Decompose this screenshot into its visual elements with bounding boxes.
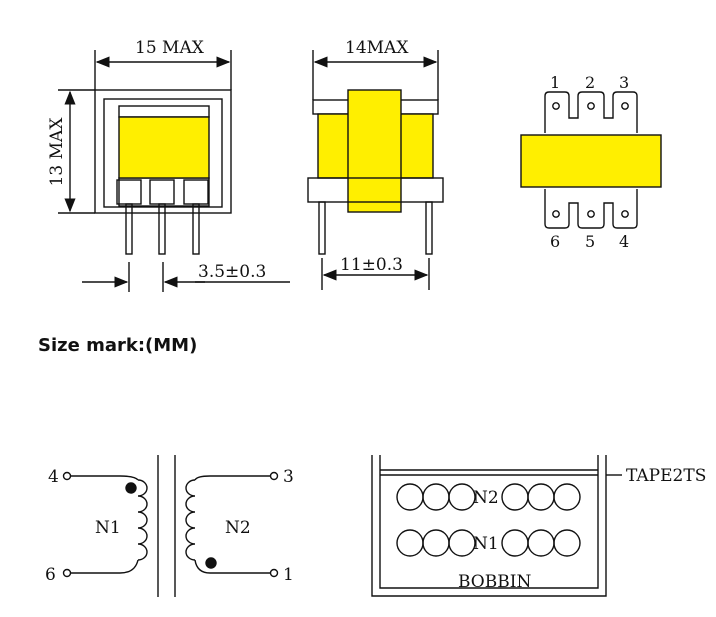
dim-front-width: 15 MAX: [135, 38, 205, 58]
winding-n1-label: N1: [95, 518, 121, 538]
schematic-pin-1: 1: [283, 565, 294, 585]
tape-label: TAPE2TS: [626, 466, 706, 486]
layer-n2-label: N2: [473, 488, 499, 508]
bobbin-section: [371, 455, 622, 597]
dim-pin-pitch: 3.5±0.3: [198, 262, 266, 282]
pin-label-5: 5: [585, 232, 595, 251]
pin-label-1: 1: [550, 73, 560, 92]
schematic: [62, 455, 279, 597]
pin-label-3: 3: [619, 73, 629, 92]
schematic-pin-6: 6: [45, 565, 56, 585]
dim-front-height: 13 MAX: [47, 117, 67, 187]
size-mark-note: Size mark:(MM): [38, 335, 198, 356]
side-view: [307, 50, 444, 290]
schematic-pin-4: 4: [48, 467, 59, 487]
dim-side-width: 14MAX: [345, 38, 409, 58]
pin-label-4: 4: [619, 232, 629, 251]
dim-pin-span: 11±0.3: [340, 255, 403, 275]
bobbin-label: BOBBIN: [458, 572, 531, 592]
schematic-pin-3: 3: [283, 467, 294, 487]
layer-n1-label: N1: [473, 534, 499, 554]
pin-label-6: 6: [550, 232, 560, 251]
pin-view: [520, 91, 662, 229]
winding-n2-label: N2: [225, 518, 251, 538]
pin-label-2: 2: [585, 73, 595, 92]
front-view: [58, 50, 290, 292]
